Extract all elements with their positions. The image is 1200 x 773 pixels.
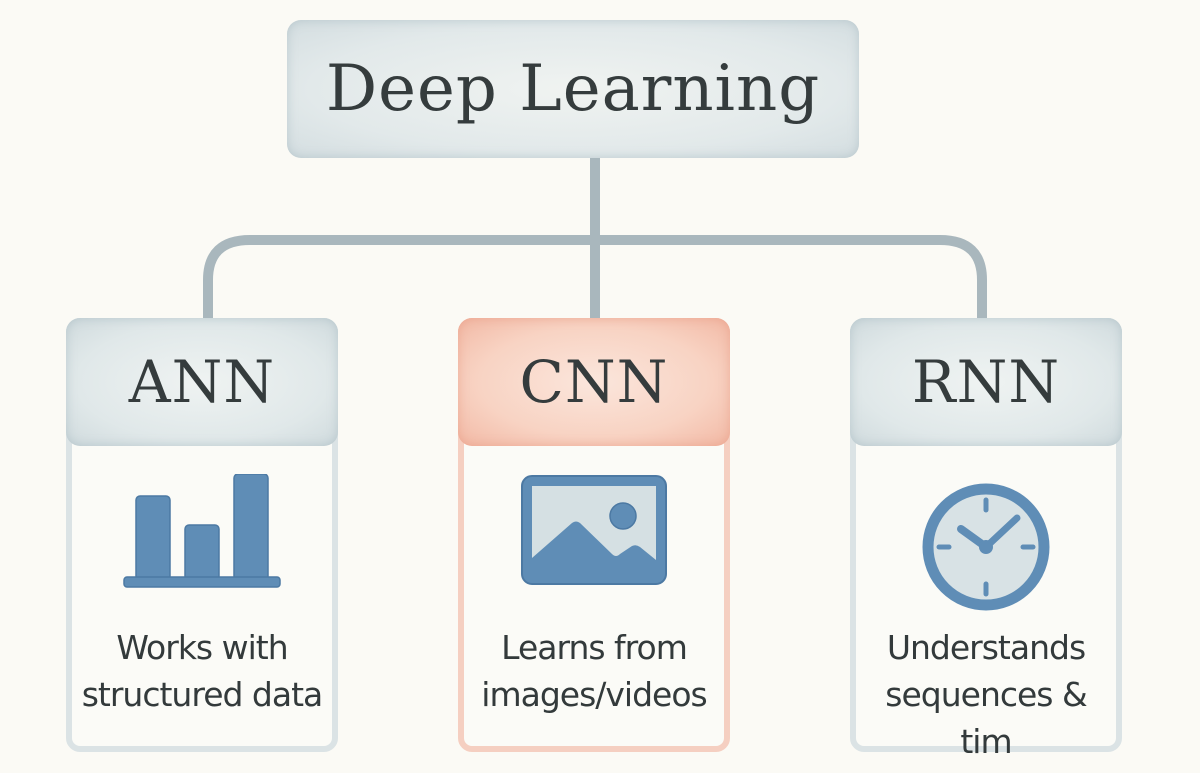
node-ann: ANN Works with structured data <box>66 318 338 752</box>
node-cnn: CNN Learns from images/videos <box>458 318 730 752</box>
node-title-ann: ANN <box>128 348 276 416</box>
node-title-cnn: CNN <box>519 348 669 416</box>
node-header-cnn: CNN <box>458 318 730 446</box>
bar-chart-icon <box>122 473 282 593</box>
node-title-rnn: RNN <box>911 348 1061 416</box>
connector-to-rnn <box>595 235 987 320</box>
node-rnn: RNN Understands sequences & tim <box>850 318 1122 761</box>
clock-icon <box>921 482 1051 616</box>
root-node-deep-learning: Deep Learning <box>287 20 859 158</box>
image-icon <box>520 474 668 590</box>
node-description-cnn: Learns from images/videos <box>481 628 707 714</box>
node-description-rnn: Understands sequences & tim <box>885 628 1087 761</box>
node-description-ann: Works with structured data <box>81 628 324 714</box>
connector-to-ann <box>203 235 595 320</box>
node-header-rnn: RNN <box>850 318 1122 446</box>
node-header-ann: ANN <box>66 318 338 446</box>
root-title: Deep Learning <box>325 52 821 126</box>
